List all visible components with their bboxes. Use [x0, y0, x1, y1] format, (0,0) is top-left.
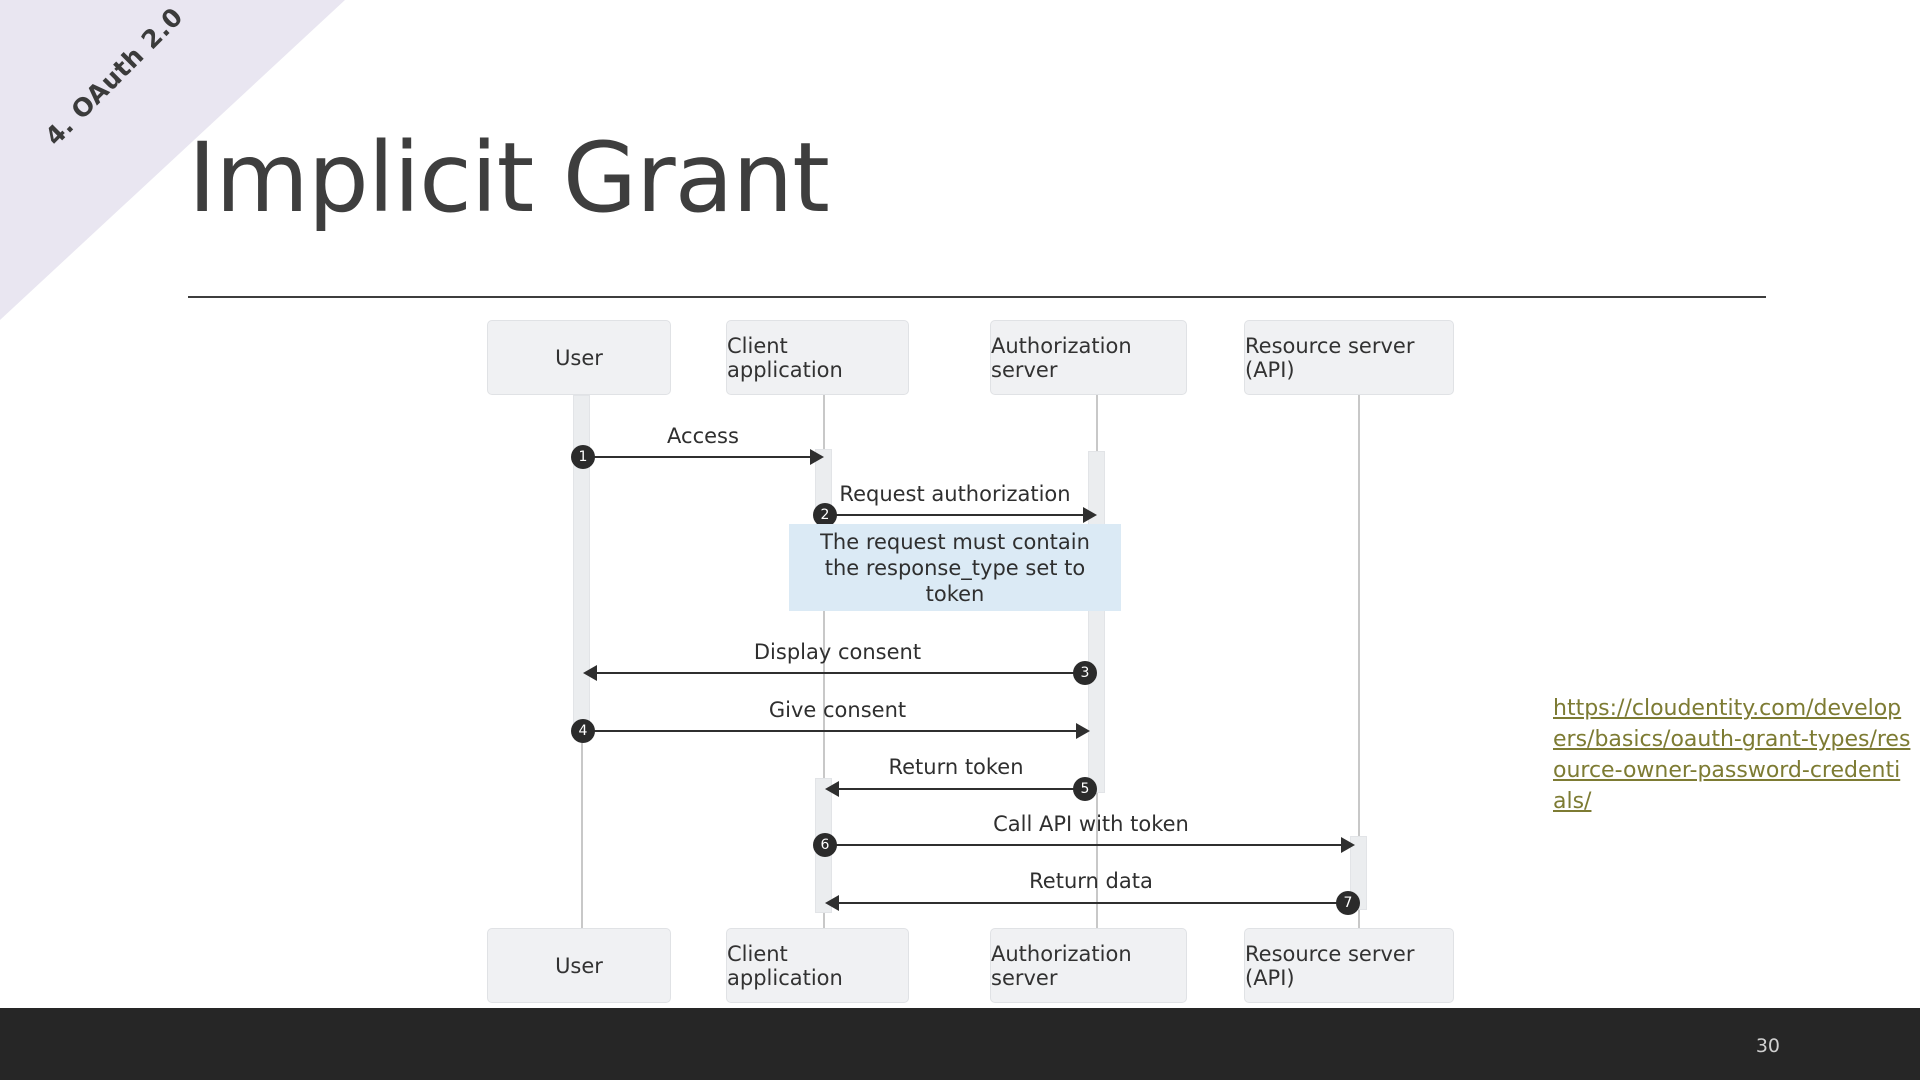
- actor-box-top-resource: Resource server (API): [1244, 320, 1454, 395]
- message-line-3: [589, 672, 1079, 674]
- message-line-1: [589, 456, 813, 458]
- message-line-6: [831, 844, 1344, 846]
- actor-label: Resource server (API): [1245, 941, 1415, 990]
- step-badge-2: 2: [813, 503, 837, 527]
- step-badge-1: 1: [571, 445, 595, 469]
- note-box: The request must contain the response_ty…: [789, 524, 1121, 611]
- message-label-5: Return token: [888, 755, 1024, 779]
- page-title: Implicit Grant: [188, 122, 830, 234]
- arrow-head-7: [825, 895, 839, 911]
- actor-label: Resource server (API): [1245, 333, 1415, 382]
- activation-resource: [1350, 836, 1367, 910]
- actor-label: User: [555, 345, 603, 370]
- arrow-head-1: [810, 449, 824, 465]
- message-label-3: Display consent: [753, 640, 922, 664]
- step-badge-4: 4: [571, 719, 595, 743]
- message-line-5: [831, 788, 1079, 790]
- message-line-4: [589, 730, 1079, 732]
- page-number: 30: [1755, 1035, 1780, 1057]
- message-line-2: [831, 514, 1086, 516]
- note-text: The request must contain the response_ty…: [820, 529, 1090, 606]
- step-badge-7: 7: [1336, 891, 1360, 915]
- actor-label: Authorization server: [991, 333, 1132, 382]
- arrow-head-5: [825, 781, 839, 797]
- arrow-head-3: [583, 665, 597, 681]
- message-label-2: Request authorization: [839, 482, 1071, 506]
- lifeline-resource: [1358, 395, 1360, 933]
- message-label-6: Call API with token: [993, 812, 1189, 836]
- message-line-7: [831, 902, 1344, 904]
- step-badge-3: 3: [1073, 661, 1097, 685]
- actor-label: User: [555, 953, 603, 978]
- message-label-4: Give consent: [768, 698, 907, 722]
- arrow-head-2: [1083, 507, 1097, 523]
- actor-box-top-client: Client application: [726, 320, 909, 395]
- actor-label: Client application: [727, 941, 843, 990]
- actor-label: Authorization server: [991, 941, 1132, 990]
- activation-authz: [1088, 451, 1105, 793]
- actor-box-bottom-client: Client application: [726, 928, 909, 1003]
- actor-box-top-authz: Authorization server: [990, 320, 1187, 395]
- actor-box-bottom-user: User: [487, 928, 671, 1003]
- message-label-7: Return data: [1029, 869, 1153, 893]
- arrow-head-4: [1076, 723, 1090, 739]
- actor-box-top-user: User: [487, 320, 671, 395]
- footer-bar: [0, 1008, 1920, 1080]
- title-divider: [188, 296, 1766, 298]
- message-label-1: Access: [667, 424, 739, 448]
- actor-box-bottom-authz: Authorization server: [990, 928, 1187, 1003]
- actor-label: Client application: [727, 333, 843, 382]
- lifeline-client: [823, 395, 825, 933]
- step-badge-6: 6: [813, 833, 837, 857]
- actor-box-bottom-resource: Resource server (API): [1244, 928, 1454, 1003]
- arrow-head-6: [1341, 837, 1355, 853]
- reference-link[interactable]: https://cloudentity.com/developers/basic…: [1553, 696, 1911, 814]
- step-badge-5: 5: [1073, 777, 1097, 801]
